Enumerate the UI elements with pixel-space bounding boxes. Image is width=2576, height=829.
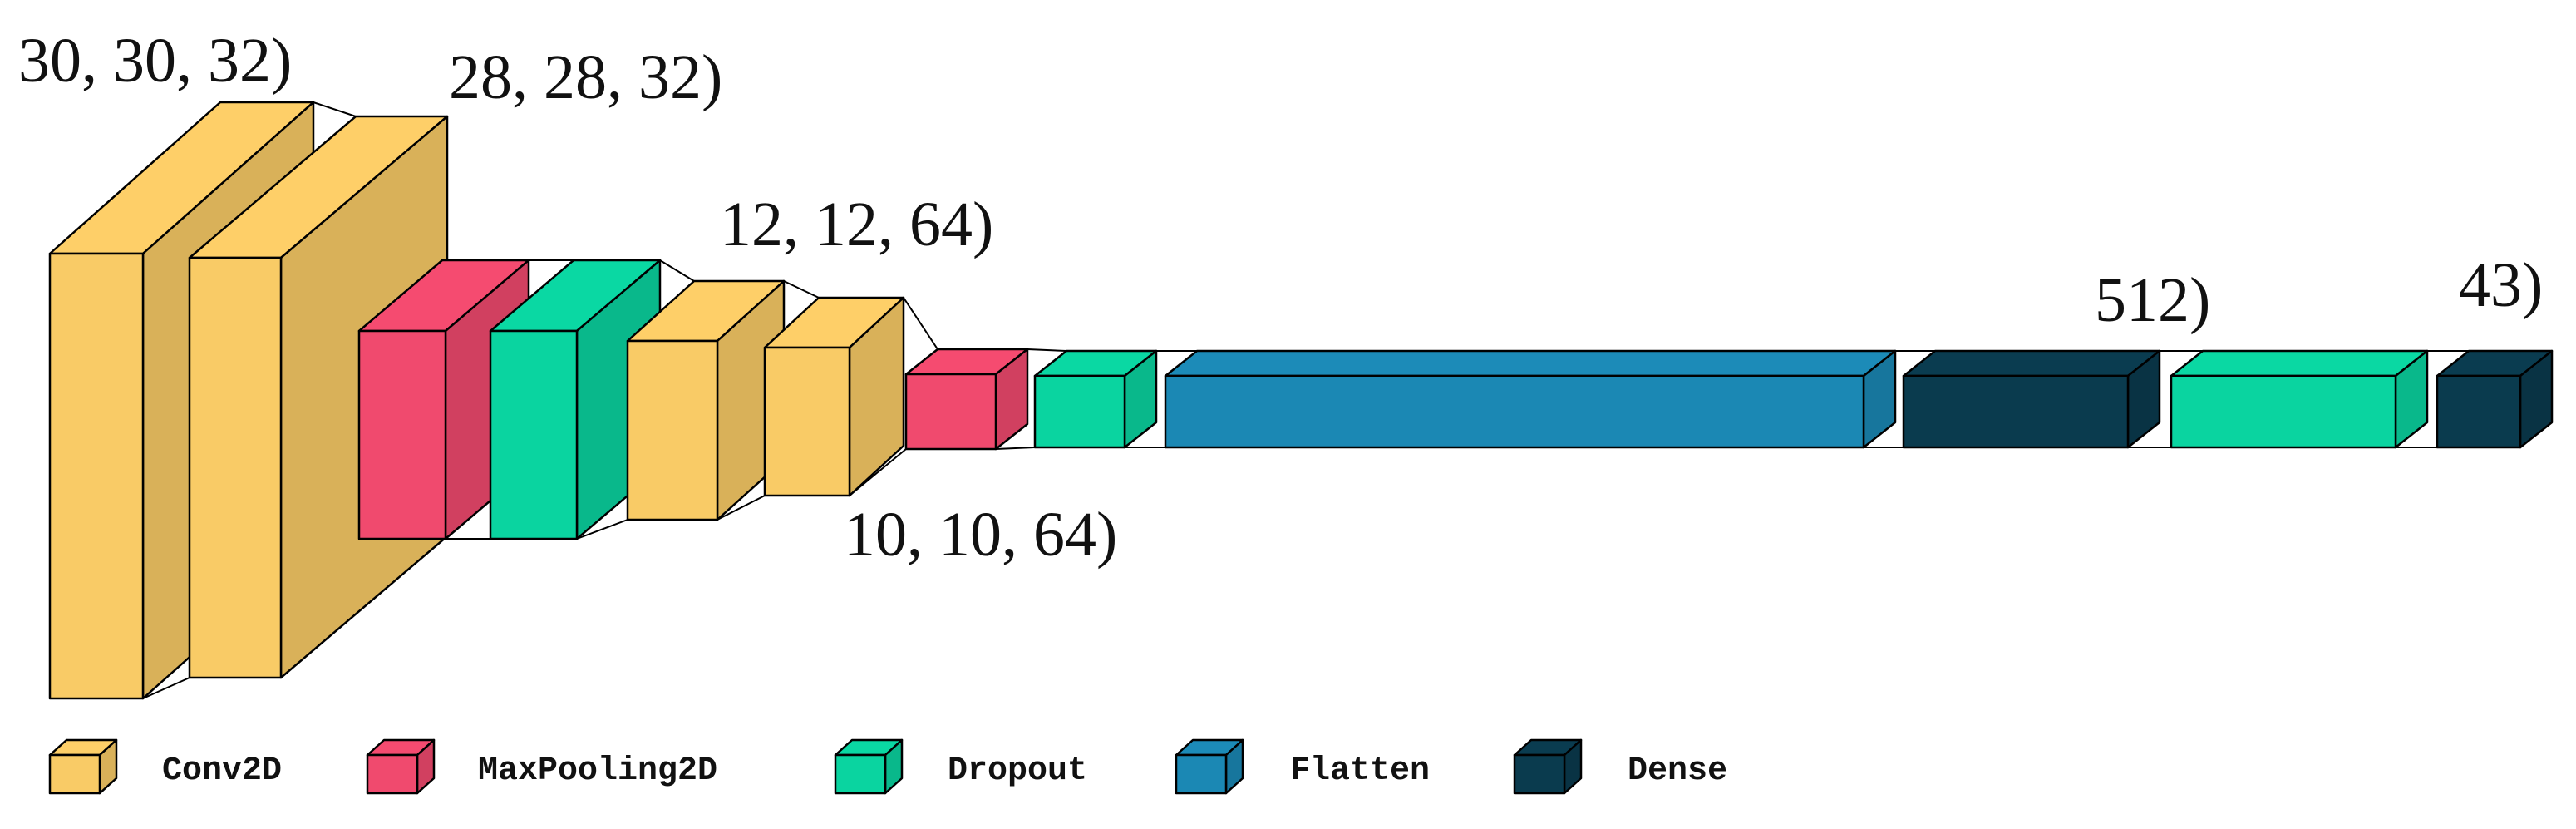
layer-9-flatten-front (1164, 374, 1865, 449)
connector-top-5 (903, 297, 938, 350)
legend-swatch-conv2d (48, 738, 118, 795)
layer-3-maxpooling2d-front (357, 329, 447, 540)
connector-bottom-0 (142, 677, 190, 699)
shape-label-conv2d-2: 28, 28, 32) (449, 42, 722, 112)
layer-7-maxpooling2d (904, 348, 1029, 451)
shape-label-conv2d-3: 12, 12, 64) (720, 190, 993, 259)
layer-9-flatten-top (1164, 349, 1897, 377)
legend-label-dense: Dense (1628, 753, 1727, 790)
legend-swatch-conv2d (48, 738, 118, 795)
legend-item-dropout: Dropout (834, 738, 1087, 795)
layer-5-conv2d-front (626, 339, 719, 521)
shape-label-dense-1: 512) (2095, 265, 2210, 335)
legend-item-dense: Dense (1513, 738, 1727, 795)
layer-4-dropout-front (489, 329, 579, 540)
layer-6-conv2d-front (763, 346, 851, 497)
layer-12-dense-front (2436, 374, 2522, 449)
connector-bottom-6 (995, 447, 1036, 450)
layer-1-conv2d-front (48, 252, 145, 700)
shape-label-conv2d-4: 10, 10, 64) (844, 500, 1117, 570)
legend-label-conv2d: Conv2D (162, 753, 282, 790)
layer-12-dense (2436, 349, 2554, 449)
legend-swatch-conv2d-front (48, 753, 101, 795)
legend-swatch-dropout-front (834, 753, 887, 795)
layer-11-dropout (2170, 349, 2429, 449)
legend-swatch-dropout (834, 738, 904, 795)
layer-8-dropout-front (1033, 374, 1126, 449)
layer-10-dense (1902, 349, 2161, 449)
legend-swatch-maxpooling2d-front (366, 753, 419, 795)
legend-swatch-maxpooling2d (366, 738, 436, 795)
connector-top-6 (1027, 348, 1067, 352)
legend-swatch-flatten-front (1175, 753, 1228, 795)
layer-8-dropout (1033, 349, 1158, 449)
layer-7-maxpooling2d-front (904, 373, 997, 451)
legend-label-dropout: Dropout (948, 753, 1087, 790)
legend-item-maxpooling2d: MaxPooling2D (366, 738, 717, 795)
legend-swatch-dropout (834, 738, 904, 795)
layer-6-conv2d (763, 296, 905, 497)
legend-swatch-dense (1513, 738, 1583, 795)
legend-label-maxpooling2d: MaxPooling2D (478, 753, 717, 790)
layer-11-dropout-top (2170, 349, 2429, 377)
legend-swatch-flatten (1175, 738, 1244, 795)
legend-swatch-flatten (1175, 738, 1244, 795)
layer-11-dropout-front (2170, 374, 2397, 449)
connector-top-3 (659, 259, 695, 282)
layer-9-flatten (1164, 349, 1897, 449)
layer-5-conv2d (626, 279, 786, 521)
shape-label-dense-2: 43) (2459, 250, 2543, 320)
legend: Conv2D MaxPooling2D Dropout Flatten Dens… (48, 738, 1727, 795)
shape-label-conv2d-1: 30, 30, 32) (18, 26, 292, 96)
legend-swatch-dense-front (1513, 753, 1566, 795)
legend-item-flatten: Flatten (1175, 738, 1430, 795)
layer-10-dense-front (1902, 374, 2130, 449)
legend-item-conv2d: Conv2D (48, 738, 282, 795)
legend-swatch-maxpooling2d (366, 738, 436, 795)
connector-top-0 (313, 101, 357, 117)
layer-2-conv2d-front (188, 256, 283, 679)
legend-label-flatten: Flatten (1290, 753, 1430, 790)
layer-10-dense-top (1902, 349, 2161, 377)
layer-stack (48, 101, 2554, 700)
connector-top-4 (783, 280, 820, 299)
connector-bottom-3 (576, 519, 628, 540)
legend-swatch-dense (1513, 738, 1583, 795)
connector-bottom-4 (717, 495, 766, 521)
